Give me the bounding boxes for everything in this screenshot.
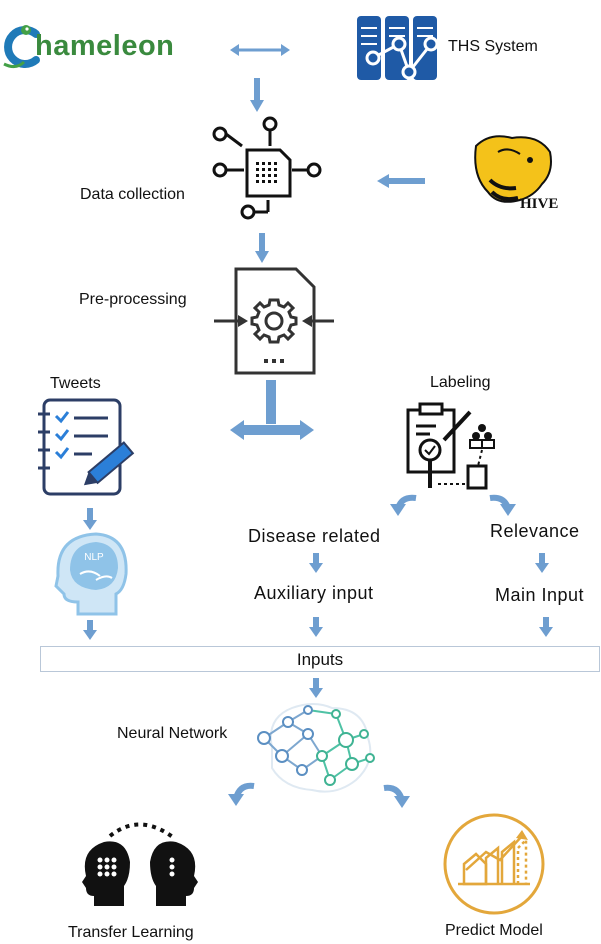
gear-icon (250, 298, 298, 344)
main-input-label: Main Input (495, 585, 585, 605)
nlp-head-icon: NLP (54, 532, 128, 616)
bidirectional-arrow (230, 44, 290, 56)
chameleon-icon (3, 25, 40, 69)
arrow-down (255, 233, 269, 263)
predict-model-label: Predict Model (445, 922, 543, 939)
arrow-left (377, 174, 425, 188)
arrow-down (83, 508, 97, 530)
auxiliary-input-label: Auxiliary input (254, 583, 374, 603)
server-network-icon (357, 16, 439, 80)
neural-brain-icon (257, 703, 375, 793)
arrow-down (309, 553, 323, 573)
system-label: THS System (448, 38, 538, 55)
pre-processing-icon (214, 267, 334, 375)
predict-model-icon (443, 813, 545, 915)
pre-processing-label: Pre-processing (79, 291, 187, 308)
logo-text: hameleon (35, 30, 175, 62)
curved-arrow-left (390, 494, 417, 516)
data-collection-label: Data collection (80, 186, 185, 203)
arrow-down (309, 617, 323, 637)
curved-arrow-right (489, 494, 516, 516)
arrow-down (309, 678, 323, 698)
transfer-learning-label: Transfer Learning (68, 924, 194, 941)
inputs-label: Inputs (296, 650, 344, 669)
inputs-box: Inputs (40, 646, 600, 672)
labeling-icon (406, 402, 495, 490)
arrow-down (250, 78, 264, 112)
curved-arrow-right (383, 784, 410, 808)
arrow-down (83, 620, 97, 640)
arrow-down (539, 617, 553, 637)
checklist-icon (38, 398, 135, 496)
relevance-label: Relevance (490, 521, 580, 541)
hive-label: HIVE (520, 196, 558, 212)
hive-logo-icon: HIVE (474, 135, 558, 212)
disease-related-label: Disease related (248, 526, 381, 546)
data-collection-icon (212, 116, 322, 220)
chameleon-logo: hameleon (2, 20, 187, 70)
arrow-down (535, 553, 549, 573)
split-arrow (230, 380, 314, 440)
labeling-label: Labeling (430, 374, 491, 391)
transfer-learning-icon (82, 822, 198, 906)
tweets-label: Tweets (50, 375, 101, 392)
curved-arrow-left (228, 782, 255, 806)
nlp-label: NLP (84, 552, 104, 563)
neural-network-label: Neural Network (117, 725, 228, 742)
